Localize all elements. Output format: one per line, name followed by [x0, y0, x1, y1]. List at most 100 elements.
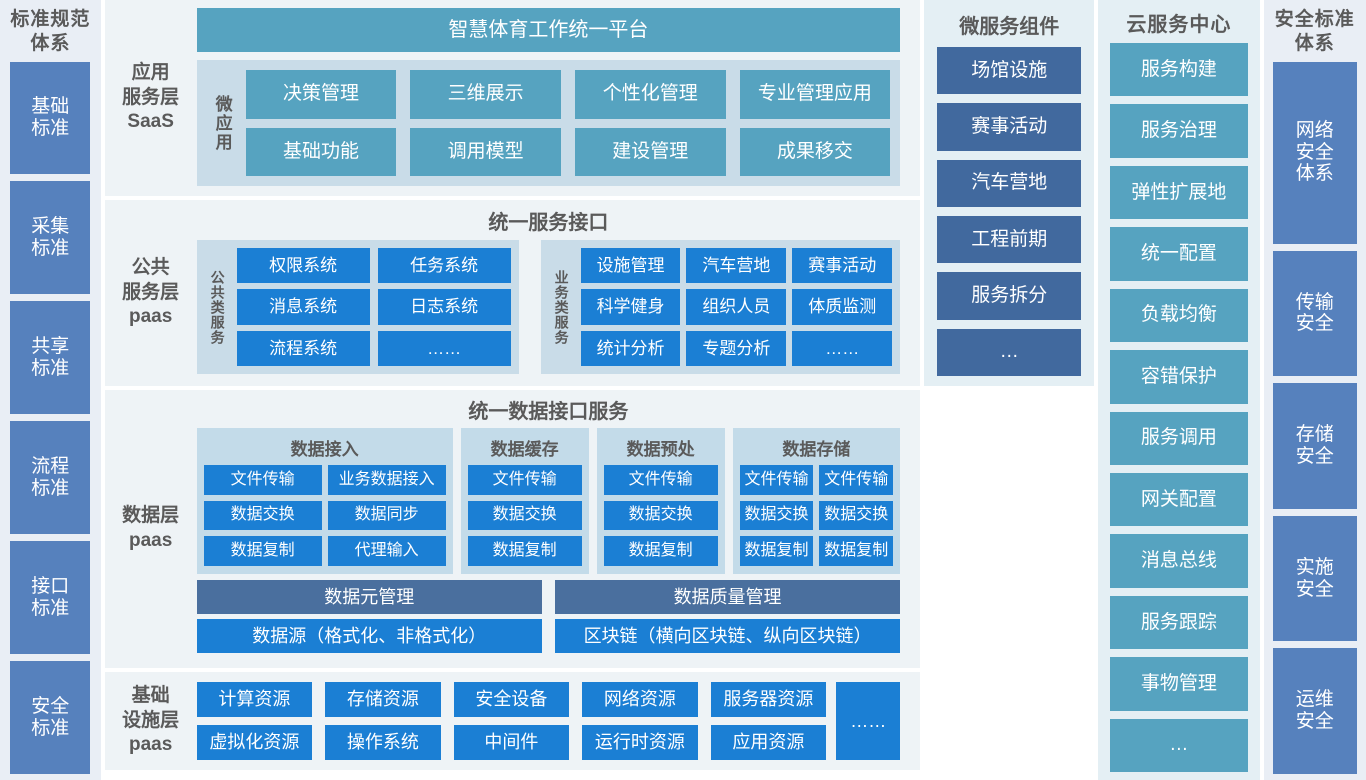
cloud-elastic-scaling[interactable]: 弹性扩展地	[1109, 165, 1248, 220]
storage-data-replication-1[interactable]: 数据复制	[739, 536, 814, 566]
metadata-management-bar[interactable]: 数据元管理	[196, 580, 542, 614]
data-quality-management-bar[interactable]: 数据质量管理	[554, 580, 901, 614]
cache-data-replication[interactable]: 数据复制	[467, 536, 582, 566]
cloud-load-balancing[interactable]: 负载均衡	[1109, 288, 1248, 343]
cache-data-exchange[interactable]: 数据交换	[467, 500, 582, 531]
infrastructure-layer-label-l3: paas	[128, 734, 173, 756]
infra-network-resource[interactable]: 网络资源	[582, 682, 698, 717]
infra-application-resource[interactable]: 应用资源	[710, 725, 827, 760]
cloud-service-build[interactable]: 服务构建	[1109, 43, 1248, 97]
app-personalized-management[interactable]: 个性化管理	[574, 70, 726, 119]
infra-runtime-resource[interactable]: 运行时资源	[582, 725, 698, 760]
security-item-network[interactable]: 网络安全体系	[1272, 61, 1357, 244]
cloud-service-governance[interactable]: 服务治理	[1109, 104, 1248, 158]
blockchain-bar[interactable]: 区块链（横向区块链、纵向区块链）	[554, 619, 901, 653]
security-item-storage-l1: 存储	[1295, 424, 1334, 446]
infra-storage-resource[interactable]: 存储资源	[325, 682, 441, 717]
infra-virtualization-resource[interactable]: 虚拟化资源	[196, 725, 313, 760]
ingest-business-data[interactable]: 业务数据接入	[327, 465, 446, 495]
infra-server-resource[interactable]: 服务器资源	[710, 682, 827, 717]
security-item-implementation[interactable]: 实施安全	[1272, 515, 1357, 642]
standard-item-collection[interactable]: 采集标准	[10, 181, 91, 295]
standard-item-sharing[interactable]: 共享标准	[10, 301, 91, 415]
preprocess-data-replication[interactable]: 数据复制	[603, 536, 718, 566]
infra-compute-resource[interactable]: 计算资源	[196, 682, 313, 717]
app-professional-management[interactable]: 专业管理应用	[739, 70, 891, 119]
common-service-group: 公共类服务 权限系统 任务系统 消息系统 日志系统 流程系统 ……	[196, 240, 519, 374]
app-result-transfer[interactable]: 成果移交	[739, 127, 891, 176]
app-decision-management[interactable]: 决策管理	[245, 70, 397, 119]
micro-project-preparation[interactable]: 工程前期	[937, 215, 1082, 264]
service-log[interactable]: 日志系统	[377, 289, 511, 325]
service-workflow[interactable]: 流程系统	[236, 330, 370, 366]
service-statistical-analysis[interactable]: 统计分析	[580, 330, 681, 366]
app-3d-display[interactable]: 三维展示	[410, 70, 561, 119]
service-scientific-fitness[interactable]: 科学健身	[580, 289, 681, 325]
ingest-proxy-input[interactable]: 代理输入	[327, 536, 446, 566]
cloud-more[interactable]: …	[1109, 718, 1248, 773]
ingest-data-exchange[interactable]: 数据交换	[203, 500, 322, 531]
infra-more[interactable]: ……	[836, 682, 901, 760]
infra-security-device[interactable]: 安全设备	[453, 682, 570, 717]
service-organization-personnel[interactable]: 组织人员	[686, 289, 787, 325]
cloud-message-bus[interactable]: 消息总线	[1109, 534, 1248, 588]
cache-file-transfer[interactable]: 文件传输	[467, 465, 582, 495]
data-storage-title: 数据存储	[782, 440, 851, 459]
cloud-unified-config[interactable]: 统一配置	[1109, 227, 1248, 281]
service-permission[interactable]: 权限系统	[236, 248, 370, 284]
micro-app-grid: 决策管理 三维展示 个性化管理 专业管理应用 基础功能 调用模型 建设管理 成果…	[245, 70, 891, 176]
cloud-fault-tolerance[interactable]: 容错保护	[1109, 350, 1248, 404]
ingest-file-transfer[interactable]: 文件传输	[203, 465, 322, 495]
preprocess-file-transfer[interactable]: 文件传输	[603, 465, 718, 495]
storage-data-replication-2[interactable]: 数据复制	[819, 536, 894, 566]
cloud-transaction-management[interactable]: 事物管理	[1109, 657, 1248, 711]
security-item-transmission[interactable]: 传输安全	[1272, 250, 1357, 377]
app-construction-management[interactable]: 建设管理	[574, 127, 726, 176]
micro-auto-camp[interactable]: 汽车营地	[937, 159, 1082, 207]
standard-item-process[interactable]: 流程标准	[10, 421, 91, 535]
data-cache-grid: 文件传输 数据交换 数据复制	[467, 465, 582, 566]
ingest-data-sync[interactable]: 数据同步	[327, 500, 446, 531]
application-layer-label-l3: SaaS	[127, 111, 174, 133]
security-item-operations[interactable]: 运维安全	[1272, 648, 1357, 774]
data-source-bar[interactable]: 数据源（格式化、非格式化）	[196, 619, 542, 653]
infra-operating-system[interactable]: 操作系统	[325, 725, 441, 760]
micro-more[interactable]: …	[937, 328, 1082, 376]
storage-file-transfer-2[interactable]: 文件传输	[819, 465, 894, 495]
storage-data-exchange-2[interactable]: 数据交换	[819, 500, 894, 531]
infra-middleware[interactable]: 中间件	[453, 725, 570, 760]
storage-file-transfer-1[interactable]: 文件传输	[739, 465, 814, 495]
service-auto-camp[interactable]: 汽车营地	[686, 248, 787, 284]
micro-service-split[interactable]: 服务拆分	[937, 272, 1082, 320]
service-physical-monitoring[interactable]: 体质监测	[792, 289, 893, 325]
right-security-title-line1: 安全标准	[1274, 9, 1355, 30]
micro-app-container: 微应用 决策管理 三维展示 个性化管理 专业管理应用 基础功能 调用模型 建设管…	[196, 60, 901, 186]
standard-item-security[interactable]: 安全标准	[10, 661, 91, 775]
service-task[interactable]: 任务系统	[377, 248, 511, 284]
security-item-storage[interactable]: 存储安全	[1272, 383, 1357, 509]
standard-item-security-l1: 安全	[31, 695, 70, 717]
service-thematic-analysis[interactable]: 专题分析	[686, 330, 787, 366]
standard-item-sharing-l1: 共享	[31, 335, 70, 357]
cloud-gateway-config[interactable]: 网关配置	[1109, 472, 1248, 527]
service-facility-management[interactable]: 设施管理	[580, 248, 681, 284]
preprocess-data-exchange[interactable]: 数据交换	[603, 500, 718, 531]
left-standards-title-line1: 标准规范	[10, 9, 91, 30]
service-event-activity[interactable]: 赛事活动	[792, 248, 893, 284]
micro-event-activity[interactable]: 赛事活动	[937, 103, 1082, 151]
service-business-more[interactable]: ……	[792, 330, 893, 366]
standard-item-basic[interactable]: 基础标准	[10, 61, 91, 175]
standard-item-interface[interactable]: 接口标准	[10, 541, 91, 655]
storage-data-exchange-1[interactable]: 数据交换	[739, 500, 814, 531]
service-message[interactable]: 消息系统	[236, 289, 370, 325]
right-security-standards-column: 安全标准 体系 网络安全体系 传输安全 存储安全 实施安全 运维安全	[1263, 0, 1366, 780]
ingest-data-replication[interactable]: 数据复制	[203, 536, 322, 566]
cloud-service-tracing[interactable]: 服务跟踪	[1109, 595, 1248, 650]
infrastructure-layer-label: 基础 设施层 paas	[105, 672, 197, 770]
micro-venue-facility[interactable]: 场馆设施	[937, 47, 1082, 95]
cloud-service-invocation[interactable]: 服务调用	[1109, 411, 1248, 465]
application-layer-label-l2: 服务层	[122, 86, 180, 108]
app-call-model[interactable]: 调用模型	[410, 127, 561, 176]
service-common-more[interactable]: ……	[377, 330, 511, 366]
app-basic-function[interactable]: 基础功能	[245, 127, 397, 176]
